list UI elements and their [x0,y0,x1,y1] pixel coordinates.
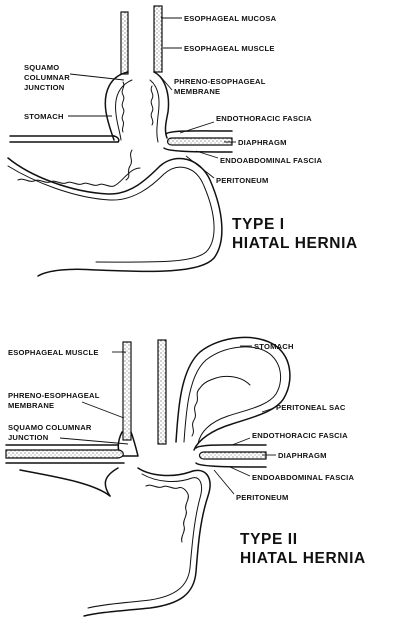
leader-squamo-columnar [69,73,125,81]
label-phreno-line1-2: PHRENO-ESOPHAGEAL [8,391,100,400]
hernia-sac-outer [175,336,291,451]
label-endothoracic-fascia-2: ENDOTHORACIC FASCIA [252,431,348,440]
title-type-1-line2: HIATAL HERNIA [232,235,358,252]
leader-endothoracic-2 [231,437,251,446]
diaphragm-right-band [166,137,233,146]
diaphragm-right-band-2 [198,451,267,460]
leader-phreno-esophageal-2 [81,401,125,419]
esophagus-right-wall-2 [157,339,167,445]
stomach-body-outline [7,157,223,277]
esophagus-left-wall [120,11,129,75]
label-phreno-line2: MEMBRANE [174,87,220,96]
esophagus-right-wall [153,5,163,73]
junction-cone [117,431,139,457]
diaphragm-left-band-2 [5,449,124,459]
label-phreno-line1: PHRENO-ESOPHAGEAL [174,77,266,86]
label-squamo-line3: JUNCTION [24,83,64,92]
stomach-inner-cavity [125,149,133,181]
label-peritoneum-2: PERITONEUM [236,493,289,502]
label-squamo-line1-2: SQUAMO COLUMNAR [8,423,92,432]
hernia-sac-inner [183,346,281,445]
panel-type-2: ESOPHAGEAL MUSCLE PHRENO-ESOPHAGEAL MEMB… [5,336,366,617]
stomach-left-inner [115,79,133,141]
title-type-2-line1: TYPE II [240,531,298,548]
esophagus-left-wall-2 [122,341,132,441]
label-endoabdominal-fascia: ENDOABDOMINAL FASCIA [220,156,322,165]
endoabdominal-fascia-line-2 [195,462,267,468]
endoabdominal-fascia-line [163,147,233,153]
leader-endoabdominal [195,150,219,159]
label-squamo-line1: SQUAMO [24,63,59,72]
label-peritoneal-sac: PERITONEAL SAC [276,403,346,412]
label-esophageal-mucosa: ESOPHAGEAL MUCOSA [184,14,277,23]
label-peritoneum: PERITONEUM [216,176,269,185]
label-esophageal-muscle-2: ESOPHAGEAL MUSCLE [8,348,99,357]
label-stomach-2: STOMACH [254,342,294,351]
stomach-mucosa-left [121,81,125,133]
label-stomach: STOMACH [24,112,64,121]
endothoracic-fascia-line [165,130,233,135]
stomach-right-inner [149,79,160,143]
stomach-body-inner [7,165,215,263]
panel-type-1: ESOPHAGEAL MUCOSA ESOPHAGEAL MUSCLE SQUA… [7,5,358,277]
leader-squamo-columnar-2 [59,437,129,445]
label-endothoracic-fascia: ENDOTHORACIC FASCIA [216,114,312,123]
leader-peritoneum [185,155,215,179]
title-type-1-line1: TYPE I [232,216,285,233]
label-endoabdominal-fascia-2: ENDOABDOMINAL FASCIA [252,473,354,482]
leader-phreno-esophageal [159,75,173,91]
stomach-mucosa-right [150,85,154,126]
hernia-sac-mucosa [191,375,251,437]
title-type-2-line2: HIATAL HERNIA [240,550,366,567]
label-phreno-line2-2: MEMBRANE [8,401,54,410]
stomach-left-outline [104,71,129,141]
stomach-body-outline-2 [83,467,211,617]
leader-endothoracic [179,121,215,134]
label-squamo-line2-2: JUNCTION [8,433,48,442]
label-diaphragm: DIAPHRAGM [238,138,287,147]
stomach-left-side-2 [19,469,111,497]
leader-peritoneal-sac [261,407,275,413]
leader-peritoneum-2 [213,469,235,495]
label-esophageal-muscle: ESOPHAGEAL MUSCLE [184,44,275,53]
label-diaphragm-2: DIAPHRAGM [278,451,327,460]
stomach-body-mucosa [17,167,141,187]
diaphragm-left-rim [113,135,120,143]
endothoracic-fascia-line-2 [195,444,267,449]
label-squamo-line2: COLUMNAR [24,73,70,82]
stomach-body-inner-2 [87,473,203,609]
leader-endoabdominal-2 [229,466,251,477]
stomach-body-mucosa-2 [145,484,189,543]
stomach-right-outline [153,71,170,139]
